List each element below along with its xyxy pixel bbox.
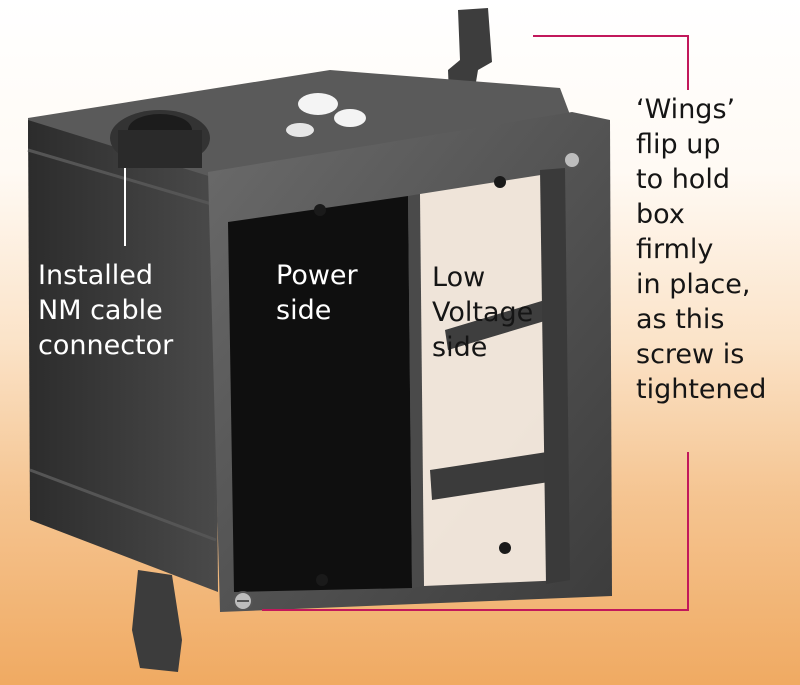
- mount-hole: [499, 542, 511, 554]
- knockout-hole-2: [334, 109, 366, 127]
- box-left-wall: [28, 120, 218, 592]
- connector-label: Installed NM cable connector: [38, 260, 174, 361]
- mount-hole: [314, 204, 326, 216]
- frame-crossbar-lower: [430, 450, 562, 500]
- frame-right-post: [540, 168, 570, 584]
- bottom-tab: [132, 570, 182, 672]
- power-side-label: Power side: [276, 260, 358, 326]
- wing-leader-line: [533, 35, 689, 90]
- knockout-hole-3: [286, 123, 314, 137]
- divider-wall: [408, 194, 424, 588]
- screw-leader-line: [262, 452, 689, 611]
- side-rib: [27, 148, 216, 207]
- power-side-opening: [228, 196, 412, 592]
- frame-crossbar: [445, 300, 548, 350]
- mount-hole: [316, 574, 328, 586]
- knockout-hole-1: [298, 93, 338, 115]
- side-rib-lower: [29, 468, 217, 542]
- low-voltage-label: Low Voltage side: [432, 262, 534, 363]
- mount-hole: [494, 176, 506, 188]
- top-screw-icon: [563, 151, 581, 169]
- wings-label: ‘Wings’ flip up to hold box firmly in pl…: [636, 94, 767, 405]
- cable-connector-body: [118, 130, 202, 168]
